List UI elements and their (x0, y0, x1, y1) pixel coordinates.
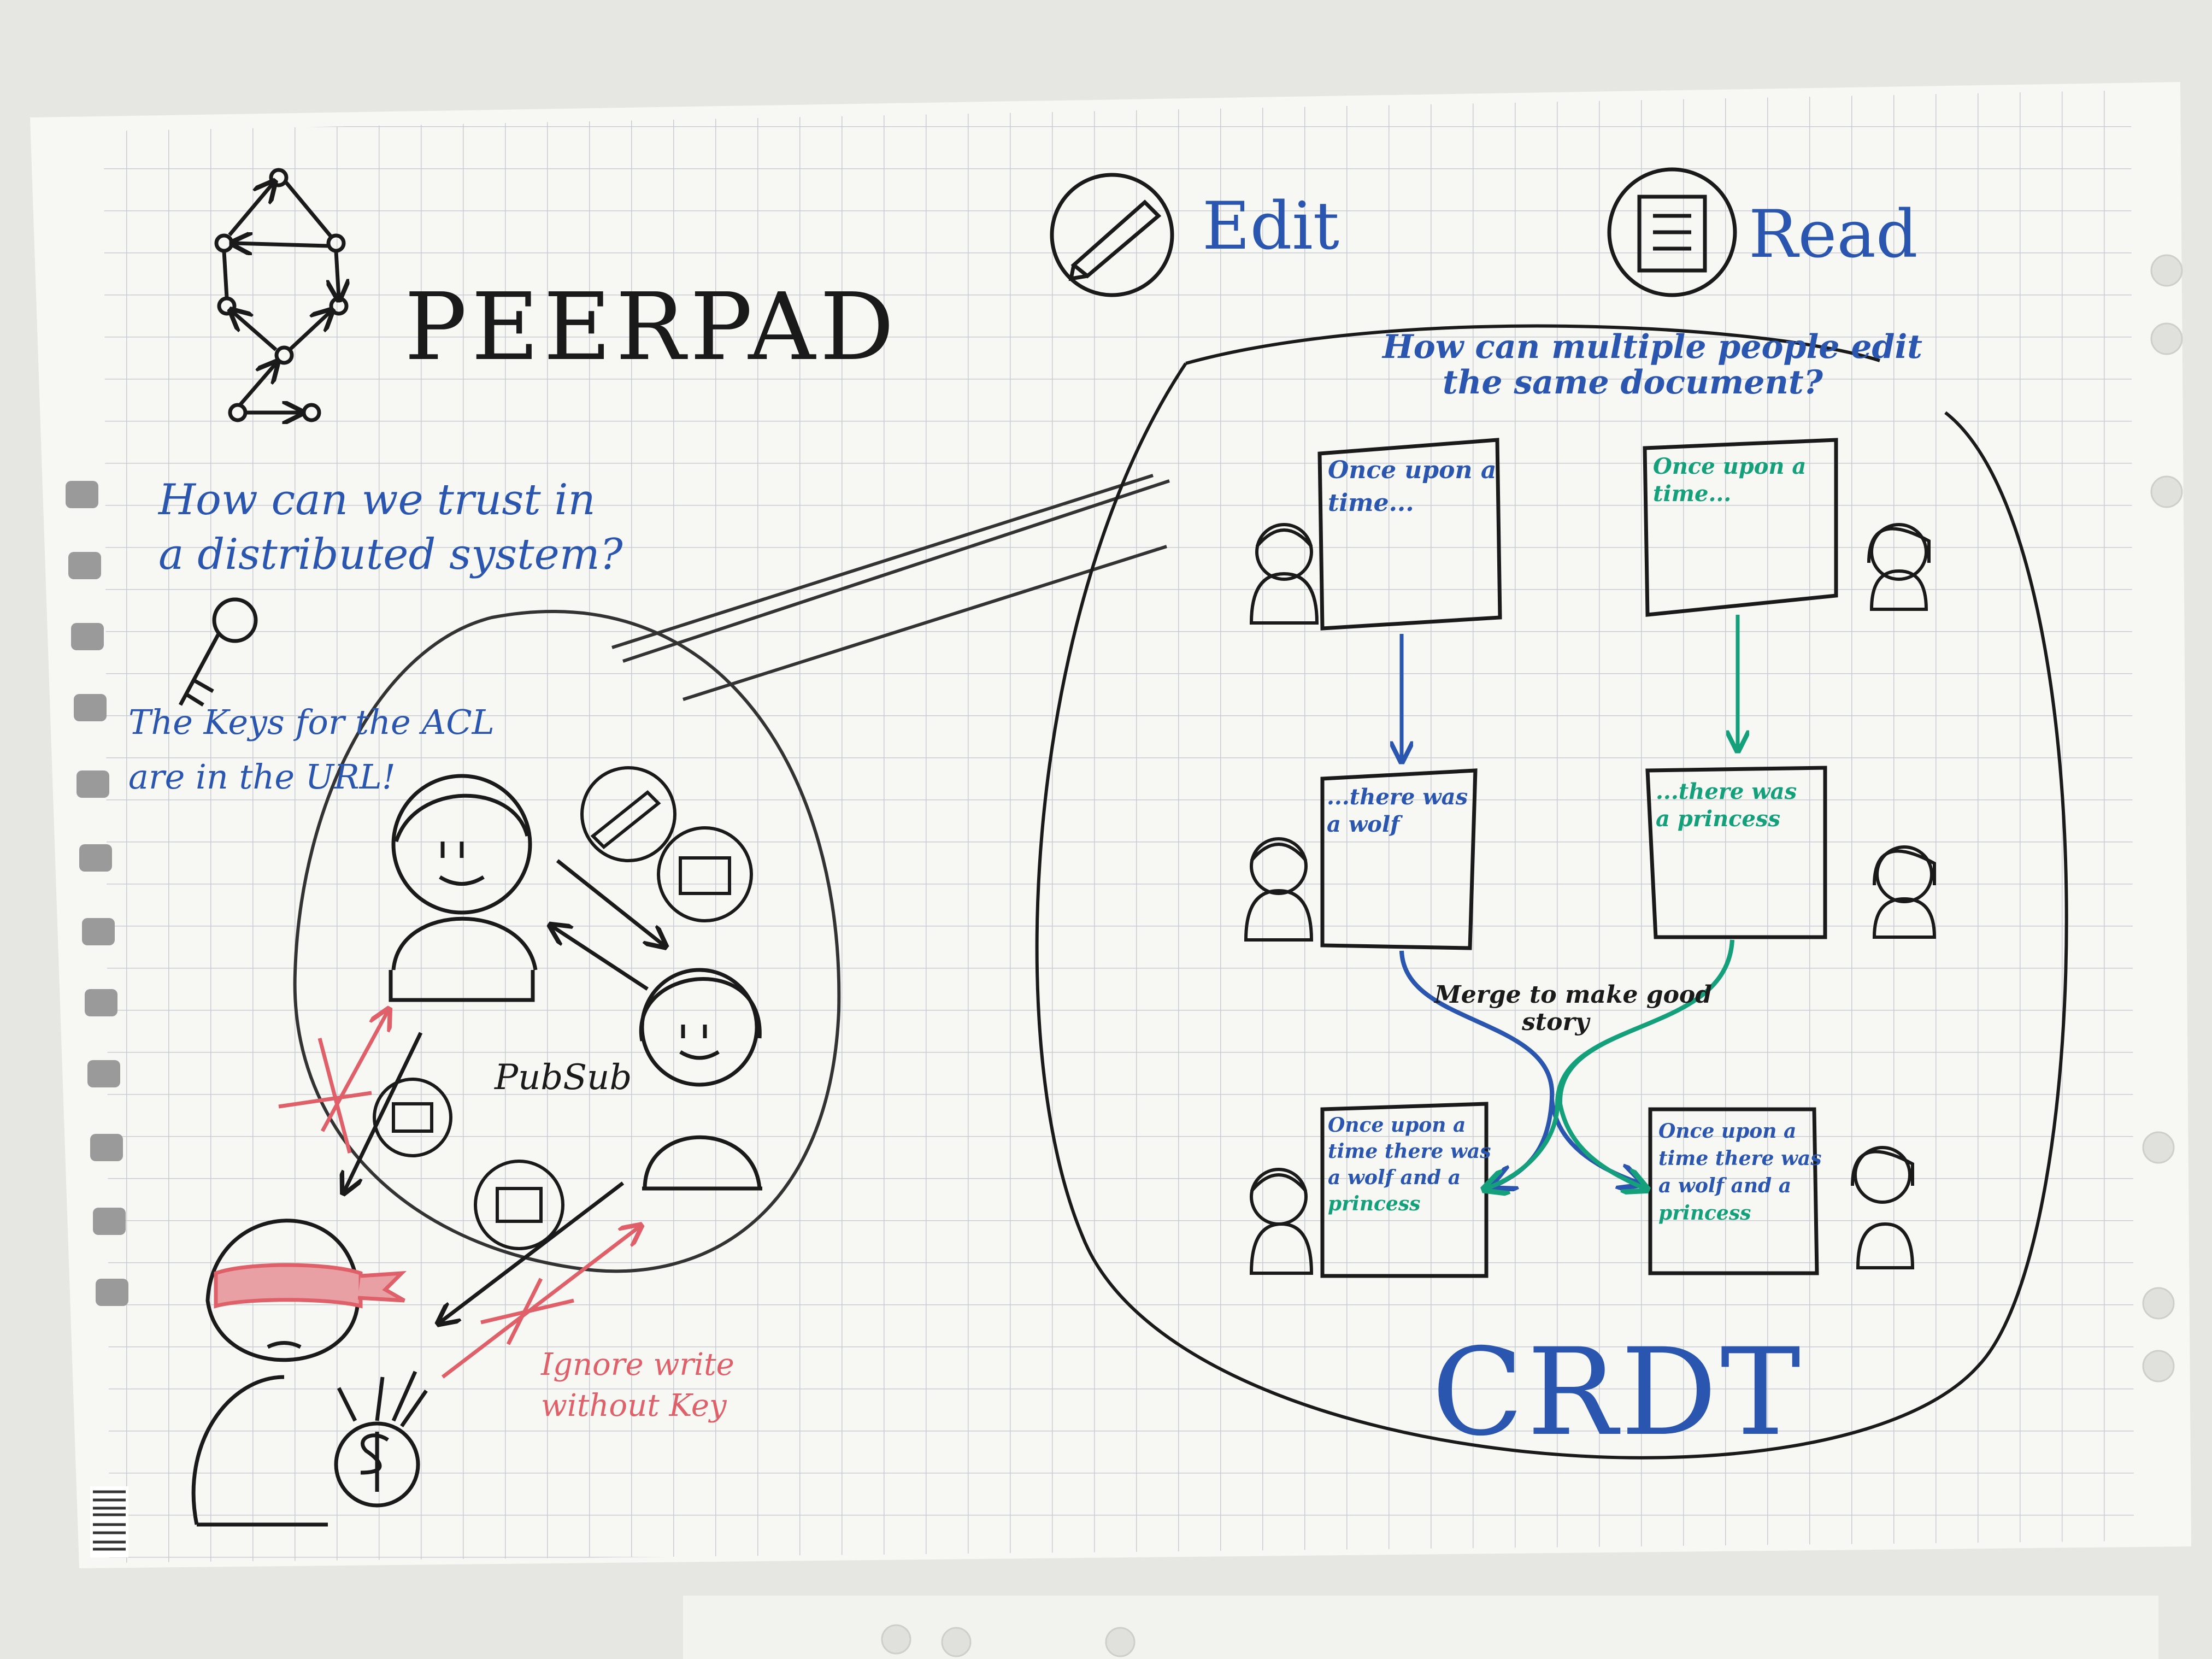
doc4-line2: a princess (1656, 806, 1781, 832)
doc2-line1: Once upon a (1653, 454, 1807, 479)
person-left-2 (1244, 837, 1314, 942)
merge-label-line1: Merge to make good (1434, 981, 1713, 1009)
key-icon (178, 597, 258, 707)
doc-box-3 (1320, 768, 1478, 950)
barcode (90, 1486, 128, 1557)
doc5-text: Once upon a time there was a wolf and a … (1328, 1112, 1491, 1217)
person-right-2 (1872, 845, 1937, 939)
crdt-bubble (1035, 324, 2068, 1460)
doc1-line2: time... (1328, 489, 1414, 517)
ignore-note-line2: without Key (541, 1388, 727, 1423)
pubsub-bubble (293, 474, 1170, 1273)
keys-note-line2: are in the URL! (128, 757, 396, 797)
crdt-label: CRDT (1432, 1322, 1804, 1462)
network-graph-logo (214, 168, 346, 420)
doc-box-2 (1643, 438, 1838, 617)
doc-box-1 (1317, 438, 1502, 631)
read-label: Read (1749, 197, 1918, 273)
doc5-line3: a wolf and a (1328, 1166, 1461, 1189)
doc6-line2: time there was (1658, 1147, 1822, 1170)
keys-note-line1: The Keys for the ACL (128, 702, 495, 742)
crdt-question-line2: the same document? (1443, 363, 1823, 402)
edit-circle-icon (1050, 173, 1174, 297)
peer-figure-a (389, 774, 538, 1002)
money-bag-icon (334, 1370, 428, 1508)
mini-edit-icon (580, 766, 676, 862)
margin-brand-marks (66, 481, 128, 1306)
doc5-line4: princess (1328, 1192, 1421, 1215)
pubsub-arrows (344, 859, 664, 1322)
trust-question-line2: a distributed system? (158, 530, 623, 579)
app-title: PEERPAD (404, 273, 899, 381)
pubsub-label: PubSub (495, 1057, 632, 1098)
doc3-line2: a wolf (1327, 811, 1400, 837)
doc3-line1: ...there was (1327, 784, 1468, 810)
doc2-line2: time... (1653, 481, 1732, 507)
ignore-note-line1: Ignore write (541, 1347, 734, 1382)
doc-box-4 (1645, 766, 1827, 939)
mini-read-icon-1 (657, 826, 753, 922)
doc5-line1: Once upon a (1328, 1114, 1466, 1137)
doc6-text: Once upon a time there was a wolf and a … (1658, 1117, 1822, 1227)
person-right-1 (1867, 523, 1931, 611)
doc5-line2: time there was (1328, 1140, 1491, 1163)
rejected-writes (278, 1011, 639, 1379)
thief-figure (191, 1219, 407, 1527)
mini-read-icon-3 (474, 1160, 564, 1250)
mini-read-icon-2 (373, 1078, 452, 1157)
doc6-line4: princess (1658, 1202, 1751, 1225)
peer-figure-b (639, 968, 762, 1191)
merge-curves (1399, 939, 1734, 1189)
trust-question-line1: How can we trust in (158, 475, 596, 525)
doc1-line1: Once upon a (1328, 456, 1497, 484)
person-right-3 (1851, 1146, 1915, 1269)
doc-box-6 (1648, 1107, 1819, 1275)
doc6-line1: Once upon a (1658, 1120, 1797, 1143)
merge-label-line2: story (1522, 1008, 1590, 1036)
doc-box-5 (1320, 1102, 1489, 1278)
person-left-1 (1249, 523, 1319, 625)
person-left-3 (1249, 1168, 1314, 1275)
paper-sheet (30, 82, 2191, 1659)
doc4-line1: ...there was (1656, 779, 1797, 804)
doc6-line3: a wolf and a (1658, 1174, 1792, 1197)
edit-label: Edit (1202, 189, 1340, 264)
punch-holes (881, 254, 2183, 1657)
read-circle-icon (1607, 167, 1737, 297)
crdt-question-line1: How can multiple people edit (1382, 328, 1922, 366)
